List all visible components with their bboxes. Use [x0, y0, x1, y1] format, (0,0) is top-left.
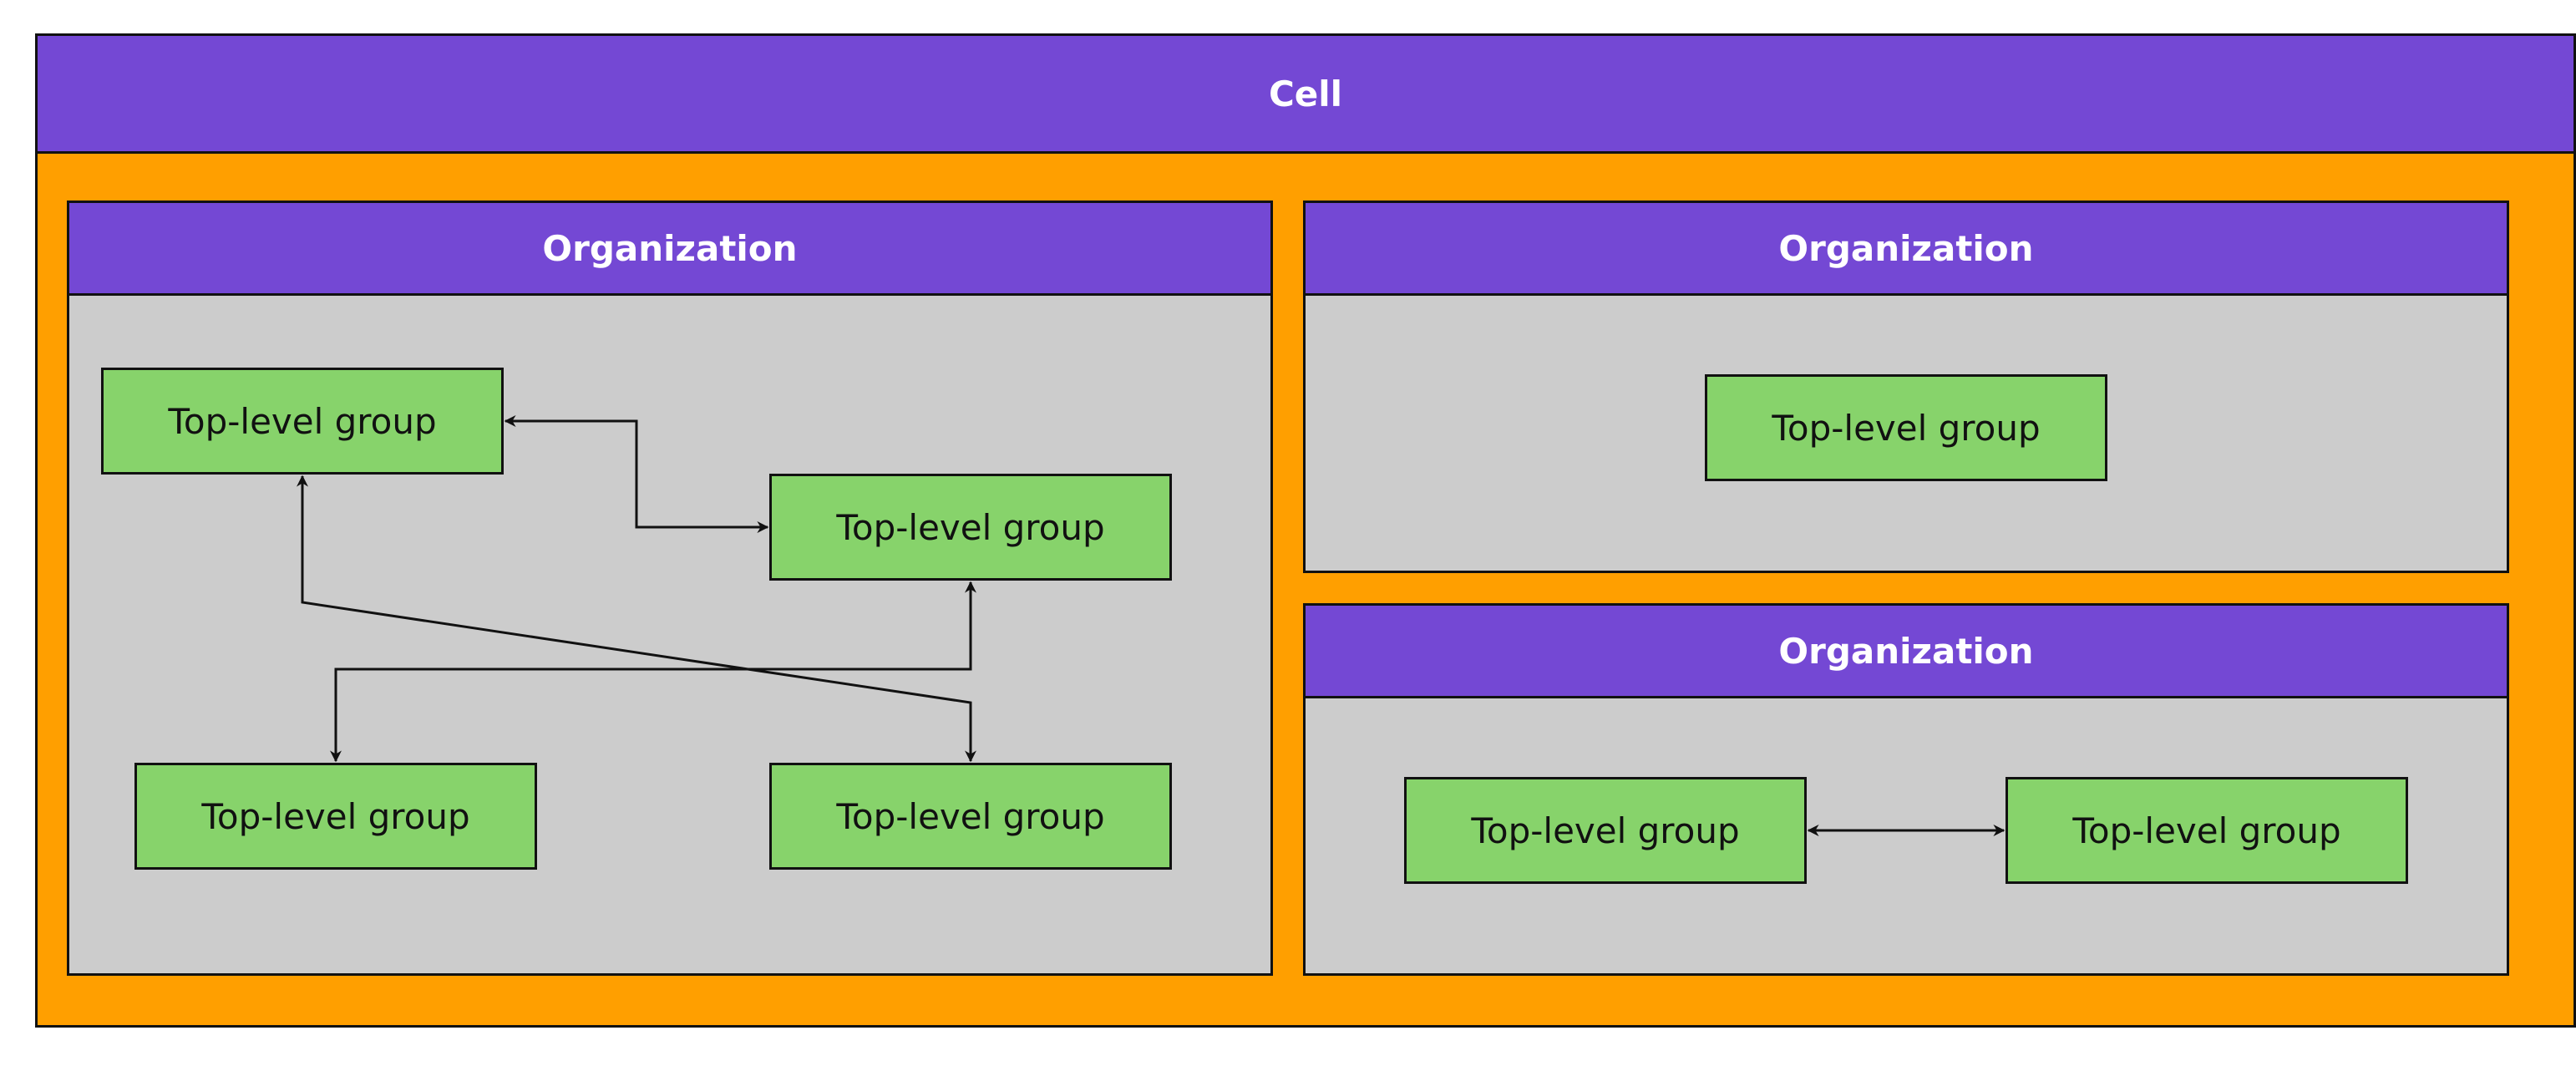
top-level-group-node[interactable]: Top-level group — [769, 474, 1172, 581]
top-level-group-node[interactable]: Top-level group — [101, 368, 504, 475]
cell-title: Cell — [38, 36, 2573, 154]
top-level-group-node[interactable]: Top-level group — [134, 763, 537, 870]
top-level-group-node[interactable]: Top-level group — [1404, 777, 1807, 884]
organization-title: Organization — [1306, 606, 2507, 698]
top-level-group-node[interactable]: Top-level group — [769, 763, 1172, 870]
organization-title: Organization — [69, 203, 1270, 296]
organization-title: Organization — [1306, 203, 2507, 296]
top-level-group-node[interactable]: Top-level group — [1705, 374, 2107, 481]
top-level-group-node[interactable]: Top-level group — [2006, 777, 2408, 884]
